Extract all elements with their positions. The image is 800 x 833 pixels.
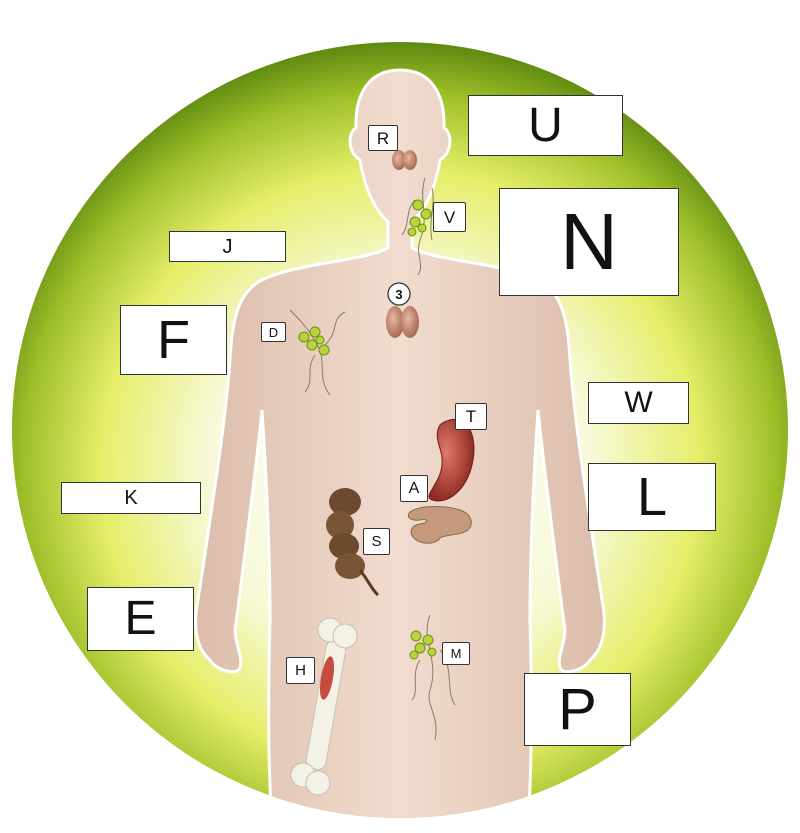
- label-a-text: A: [408, 479, 420, 497]
- label-d-text: D: [268, 324, 279, 340]
- thyroid-icon: [392, 150, 417, 170]
- label-m[interactable]: M: [442, 642, 470, 665]
- body-silhouette: [194, 68, 606, 818]
- body-figure: [194, 68, 606, 818]
- label-j[interactable]: J: [169, 231, 286, 262]
- label-p-text: P: [558, 676, 597, 742]
- neck-lymph-nodes-icon: [401, 177, 434, 276]
- label-p[interactable]: P: [524, 673, 631, 746]
- inguinal-lymph-nodes-icon: [409, 614, 456, 741]
- label-l-text: L: [636, 467, 668, 527]
- thymus-icon: [386, 306, 419, 338]
- label-f-text: F: [157, 310, 190, 370]
- spleen-icon: [428, 418, 475, 502]
- label-t[interactable]: T: [455, 403, 487, 430]
- label-f[interactable]: F: [120, 305, 227, 375]
- label-l[interactable]: L: [588, 463, 716, 531]
- label-v[interactable]: V: [433, 202, 466, 232]
- label-s[interactable]: S: [363, 528, 390, 555]
- label-h[interactable]: H: [286, 657, 315, 684]
- label-u-text: U: [528, 98, 563, 152]
- label-e-text: E: [124, 592, 157, 645]
- label-s-text: S: [371, 533, 382, 550]
- axillary-lymph-nodes-icon: [289, 309, 346, 396]
- label-u[interactable]: U: [468, 95, 623, 156]
- label-m-text: M: [450, 646, 462, 661]
- label-a[interactable]: A: [400, 475, 428, 502]
- number-three-circle: [387, 282, 411, 306]
- label-k-text: K: [124, 487, 138, 509]
- label-d[interactable]: D: [261, 322, 286, 342]
- number-three-label: 3: [395, 287, 402, 302]
- label-k[interactable]: K: [61, 482, 201, 514]
- label-j-text: J: [222, 235, 233, 258]
- label-r-text: R: [376, 128, 390, 148]
- label-n[interactable]: N: [499, 188, 679, 296]
- label-e[interactable]: E: [87, 587, 194, 651]
- label-w-text: W: [624, 386, 653, 419]
- label-n-text: N: [560, 197, 618, 286]
- femur-bone-icon: [290, 617, 358, 796]
- label-t-text: T: [465, 407, 477, 426]
- label-v-text: V: [443, 207, 456, 227]
- label-h-text: H: [295, 662, 306, 679]
- large-intestine-icon: [326, 488, 380, 597]
- label-r[interactable]: R: [368, 125, 398, 151]
- label-w[interactable]: W: [588, 382, 689, 424]
- pancreas-icon: [407, 506, 472, 544]
